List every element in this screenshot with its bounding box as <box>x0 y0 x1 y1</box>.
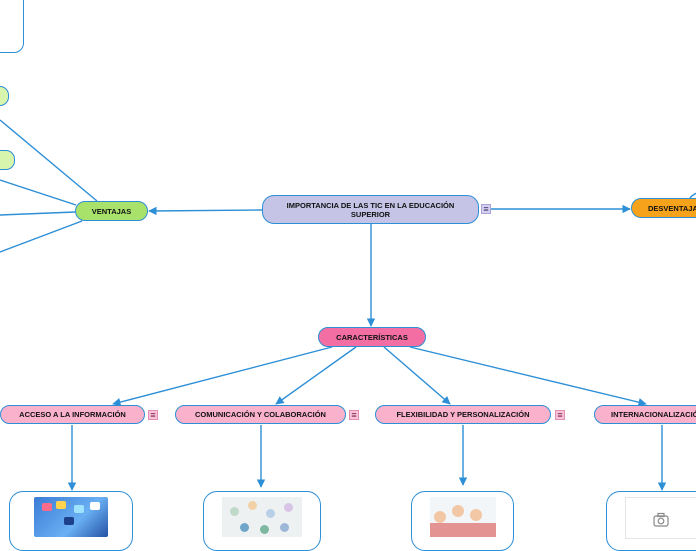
topic-caracteristicas[interactable]: CARACTERÍSTICAS <box>318 327 426 347</box>
link-carac-c4 <box>409 346 647 407</box>
camera-icon <box>653 512 669 527</box>
topic-label: FLEXIBILIDAD Y PERSONALIZACIÓN <box>396 410 530 419</box>
students-photo <box>430 497 496 537</box>
topic-desventajas[interactable]: DESVENTAJAS <box>631 198 696 218</box>
topic-ventajas[interactable]: VENTAJAS <box>75 201 148 221</box>
connection-lines <box>0 119 696 491</box>
link-carac-c2 <box>275 346 357 405</box>
root-topic-label: IMPORTANCIA DE LAS TIC EN LA EDUCACIÓN S… <box>286 200 455 219</box>
image-node-acceso[interactable] <box>9 491 133 551</box>
topic-comunicacion-colaboracion[interactable]: COMUNICACIÓN Y COLABORACIÓN <box>175 405 346 424</box>
topic-caracteristicas-label: CARACTERÍSTICAS <box>336 332 408 342</box>
technology-illustration <box>34 497 108 537</box>
topic-label: COMUNICACIÓN Y COLABORACIÓN <box>195 410 326 419</box>
topic-internacionalizacion[interactable]: INTERNACIONALIZACIÓN <box>594 405 696 424</box>
notes-icon[interactable]: ≡ <box>481 204 491 214</box>
link-carac-c3 <box>383 346 451 405</box>
notes-icon[interactable]: ≡ <box>555 410 565 420</box>
image-node-internacionalizacion[interactable] <box>606 491 696 551</box>
topic-label: INTERNACIONALIZACIÓN <box>611 410 696 419</box>
topic-flexibilidad-personalizacion[interactable]: FLEXIBILIDAD Y PERSONALIZACIÓN <box>375 405 551 424</box>
root-topic[interactable]: IMPORTANCIA DE LAS TIC EN LA EDUCACIÓN S… <box>262 195 479 224</box>
topic-desventajas-label: DESVENTAJAS <box>648 203 696 213</box>
ventajas-subnode[interactable] <box>0 150 15 170</box>
topic-acceso-informacion[interactable]: ACCESO A LA INFORMACIÓN <box>0 405 145 424</box>
link-ventajas-top <box>0 119 98 202</box>
notes-icon[interactable]: ≡ <box>148 410 158 420</box>
notes-icon[interactable]: ≡ <box>349 410 359 420</box>
network-illustration <box>222 497 302 537</box>
image-node-flexibilidad[interactable] <box>411 491 514 551</box>
image-placeholder <box>625 497 696 539</box>
link-root-ventajas <box>148 206 263 216</box>
image-node-comunicacion[interactable] <box>203 491 321 551</box>
link-ventajas-leaf4 <box>0 220 83 253</box>
topic-ventajas-label: VENTAJAS <box>91 206 132 216</box>
link-ventajas-leaf3 <box>0 211 76 216</box>
link-carac-c1 <box>112 346 333 407</box>
link-desventajas-up <box>689 192 696 199</box>
topic-label: ACCESO A LA INFORMACIÓN <box>19 410 126 419</box>
top-left-node[interactable] <box>0 0 24 53</box>
link-ventajas-leaf2 <box>0 179 77 206</box>
